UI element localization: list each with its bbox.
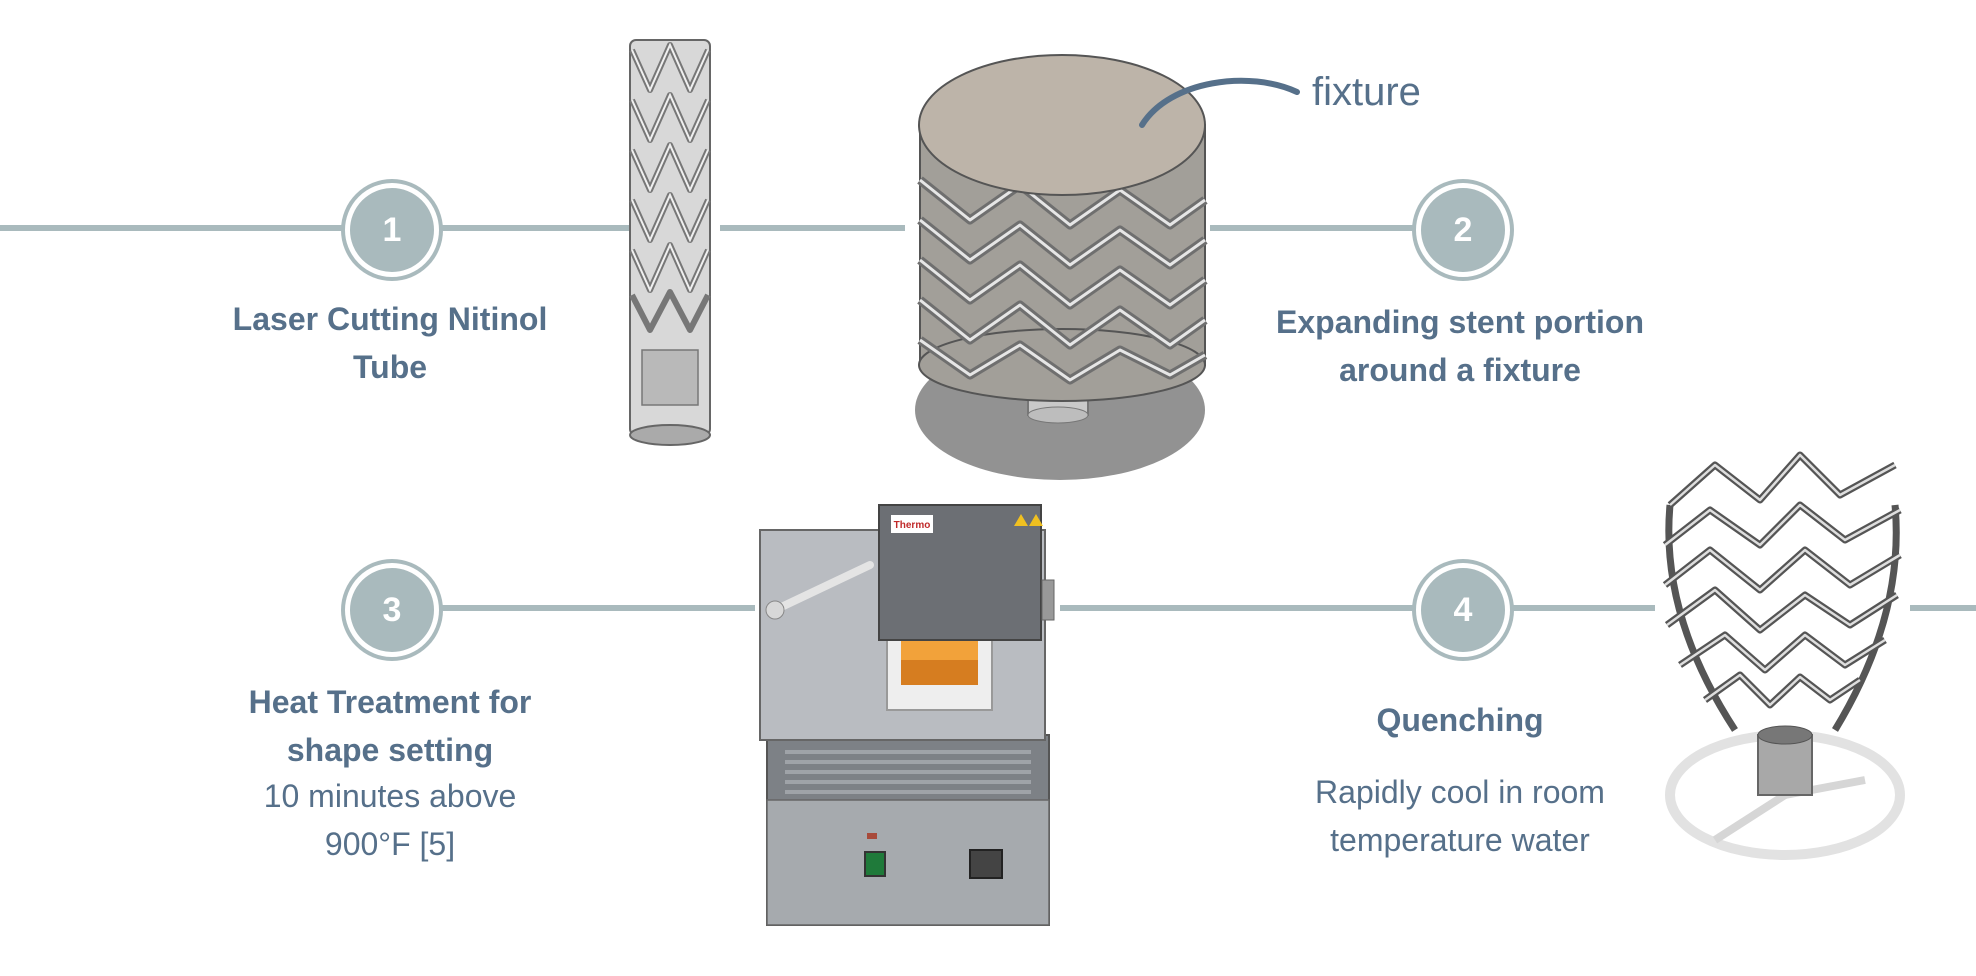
step-1-marker: 1 <box>345 183 439 277</box>
step-3-marker: 3 <box>345 563 439 657</box>
timeline-line-row2-right-b <box>1910 605 1976 611</box>
step-2-number: 2 <box>1453 210 1473 249</box>
step-2-title: Expanding stent portion around a fixture <box>1276 304 1644 388</box>
timeline-line-row1-right <box>1210 225 1460 231</box>
furnace-brand-label: Thermo <box>894 520 931 531</box>
step-4-title: Quenching <box>1376 702 1544 738</box>
step-3-number: 3 <box>382 590 402 629</box>
expanded-stent-illustration <box>1662 451 1905 860</box>
step-1-title: Laser Cutting Nitinol Tube <box>232 301 548 385</box>
step-3-description: 10 minutes above 900°F [5] <box>263 778 517 862</box>
step-4-number: 4 <box>1453 590 1473 629</box>
step-4-description: Rapidly cool in room temperature water <box>1315 774 1605 858</box>
step-2-marker: 2 <box>1416 183 1510 277</box>
fixture-label: fixture <box>1312 70 1421 114</box>
laser-cut-tube-illustration <box>629 39 711 446</box>
timeline-line-row2-left <box>430 605 755 611</box>
step-1-number: 1 <box>382 210 402 249</box>
timeline-line-row2-right-a <box>1500 605 1655 611</box>
fixture-stent-illustration <box>915 54 1208 480</box>
timeline-line-row2-mid <box>1060 605 1460 611</box>
step-4-marker: 4 <box>1416 563 1510 657</box>
step-3-title: Heat Treatment for shape setting <box>248 684 532 768</box>
fixture-callout-line <box>1139 77 1300 128</box>
furnace-illustration: Thermo <box>759 504 1055 926</box>
timeline-line-row1-left <box>0 225 640 231</box>
timeline-line-row1-mid <box>720 225 905 231</box>
